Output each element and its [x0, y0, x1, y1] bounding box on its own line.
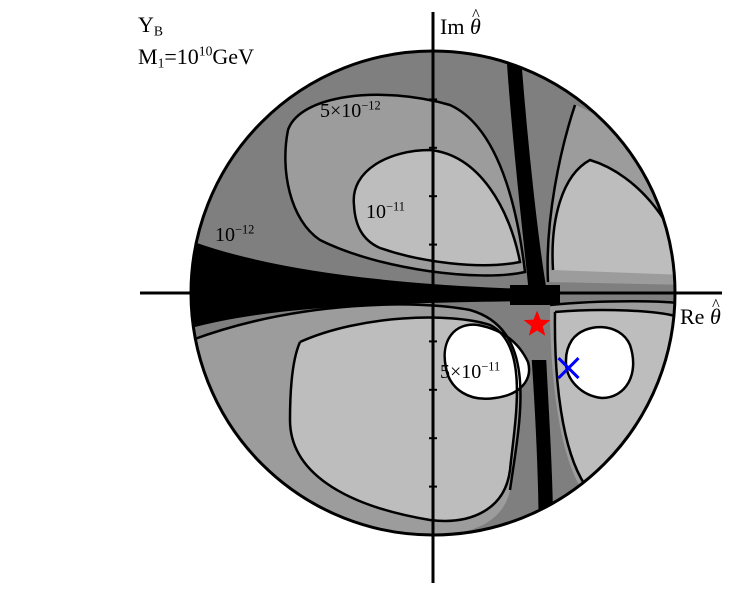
y-axis-label: Im θ: [440, 7, 481, 38]
fill-black-center: [510, 285, 560, 305]
contour-label-1e-11: 10−11: [366, 199, 405, 223]
fill-band-1e-11-right: [552, 160, 675, 275]
contour-fills: [191, 51, 675, 535]
fill-black-band-left: [191, 238, 520, 330]
panel-mass-label: M1=1010GeV: [138, 43, 254, 71]
y-axis-ticks: [429, 98, 437, 488]
x-axis-label: Re θ: [680, 297, 721, 328]
fill-black-band-upper: [508, 60, 545, 292]
contour-label-5e-11: 5×10−11: [440, 359, 501, 383]
star-marker: [523, 310, 551, 336]
contour-label-5e-12: 5×10−12: [320, 98, 381, 122]
contour-label-1e-12: 10−12: [215, 222, 255, 246]
panel-quantity-label: YB: [138, 12, 163, 39]
fill-band-1e-11-upper-left: [353, 150, 520, 266]
markers: [523, 310, 580, 380]
fill-band-5e-11-right: [565, 327, 634, 398]
cross-marker: [557, 356, 580, 380]
